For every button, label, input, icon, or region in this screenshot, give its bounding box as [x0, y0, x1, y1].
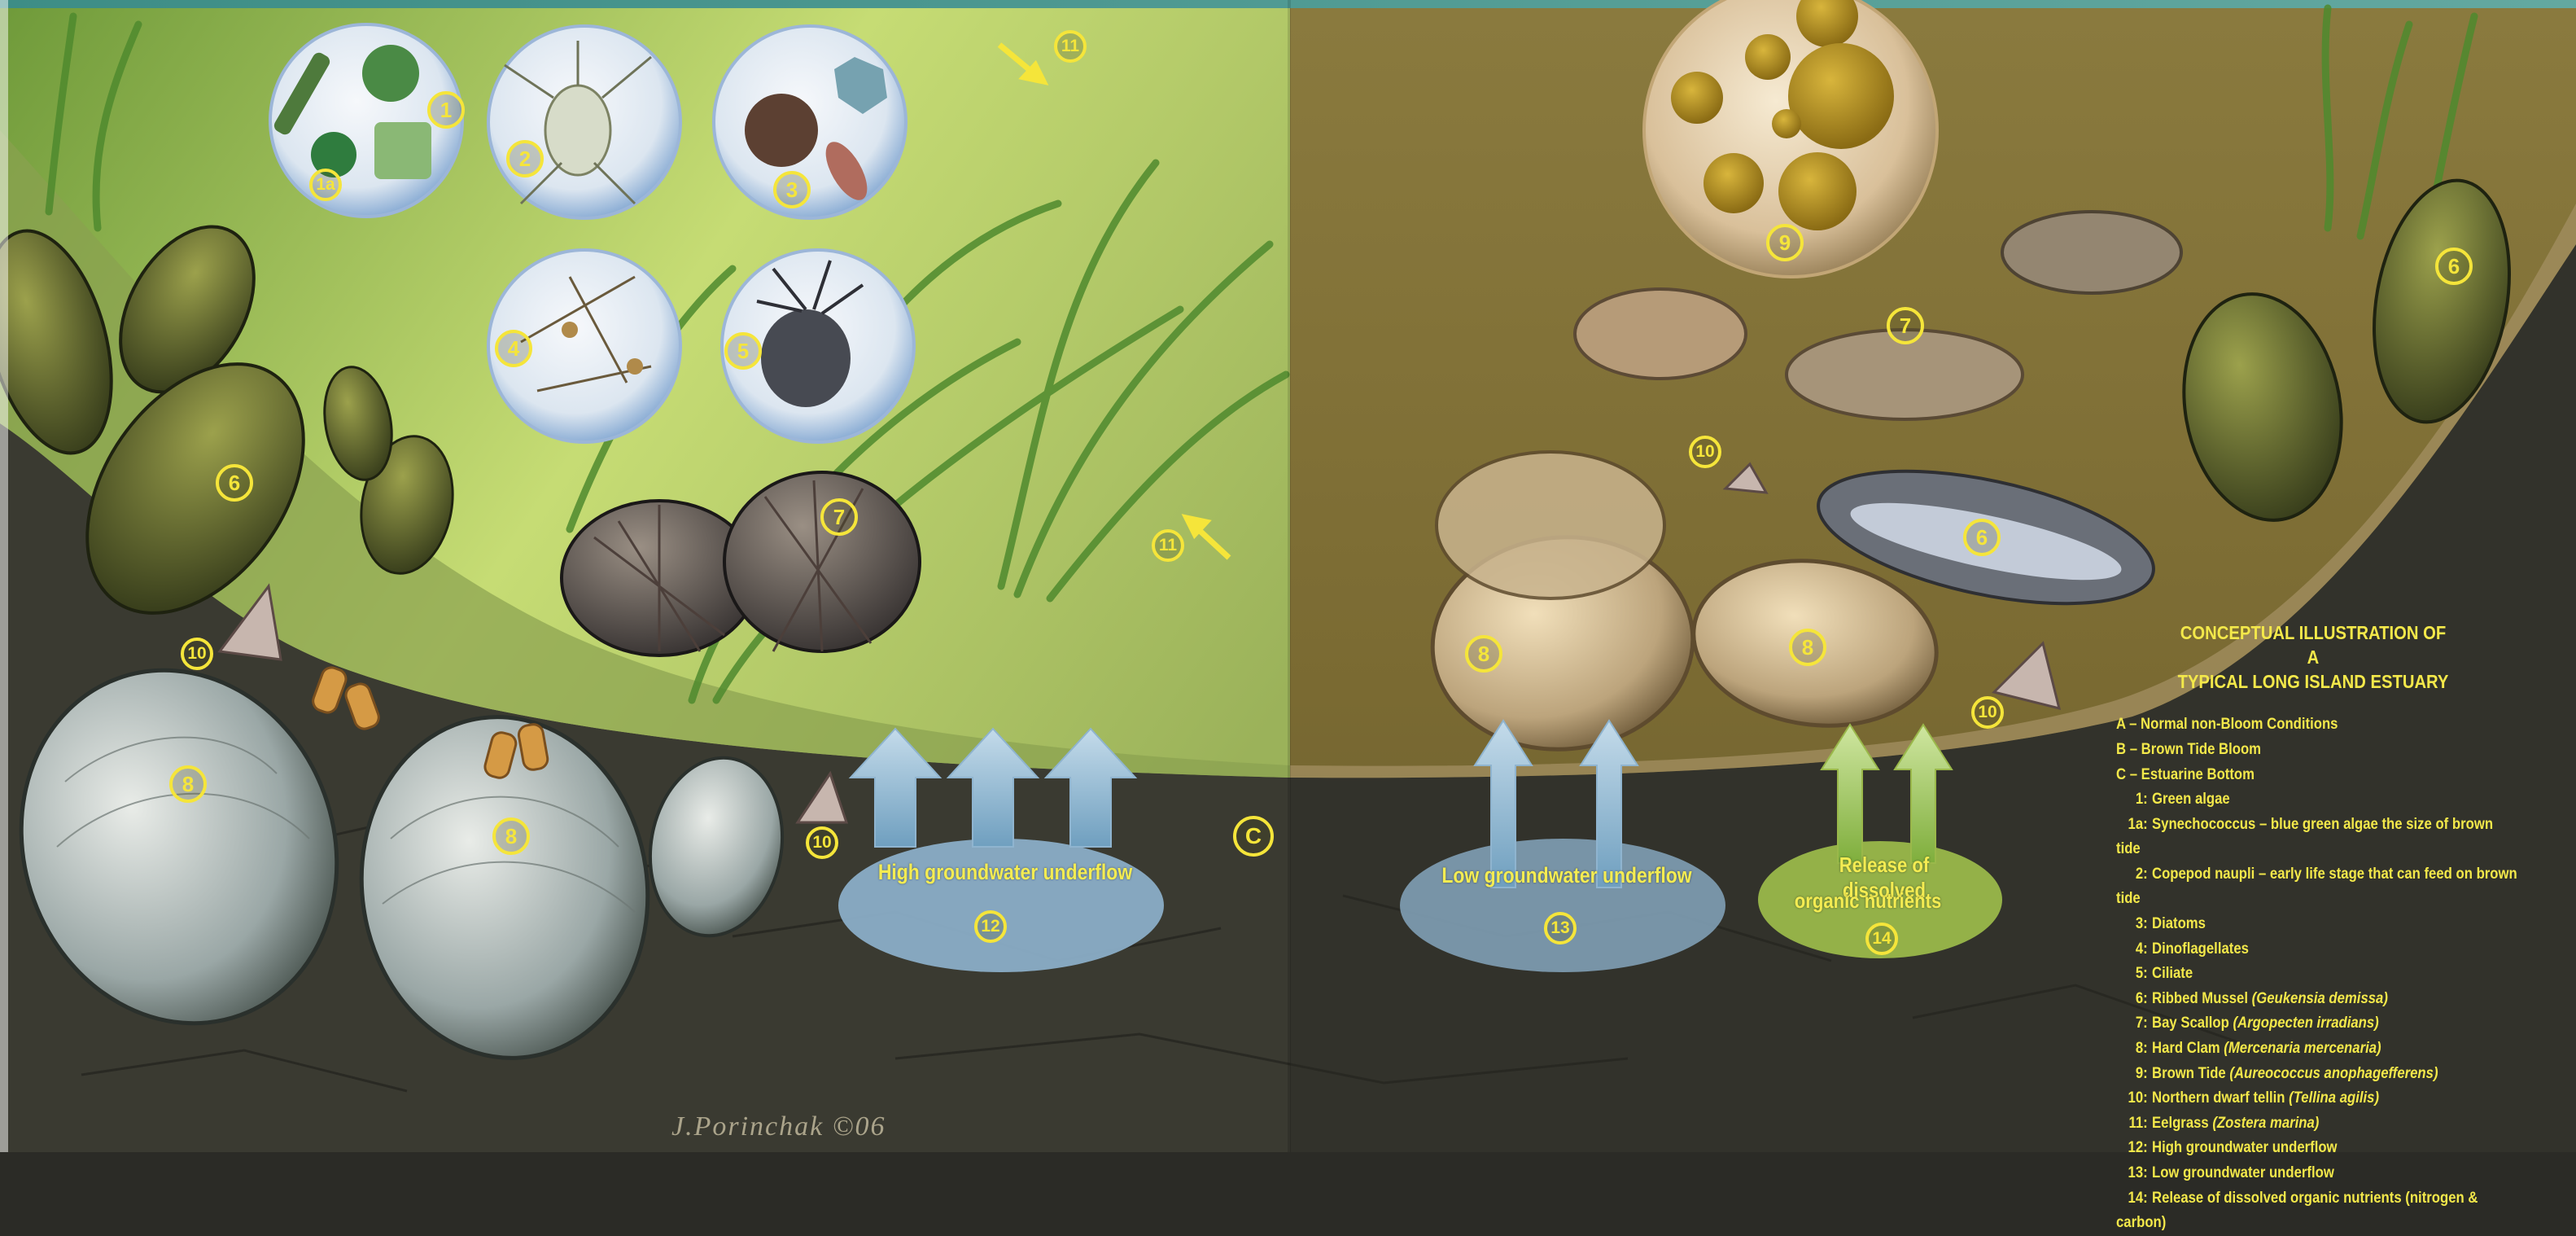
artist-signature: J.Porinchak ©06	[671, 1111, 886, 1142]
marker-hard-clam-c: 8	[1465, 635, 1502, 673]
legend-item-text: Low groundwater underflow	[2152, 1164, 2334, 1181]
legend-item-number: 1a:	[2116, 813, 2148, 838]
low-groundwater-pool	[1400, 839, 1725, 972]
marker-brown-tide: 9	[1766, 224, 1804, 261]
legend-title: CONCEPTUAL ILLUSTRATION OF A TYPICAL LON…	[2173, 620, 2452, 694]
legend-condition-c: C – Estuarine Bottom	[2116, 762, 2517, 787]
legend-item-species: (Tellina agilis)	[2289, 1089, 2379, 1107]
legend-item: 6:Ribbed Mussel (Geukensia demissa)	[2116, 987, 2517, 1012]
legend-item-species: (Zostera marina)	[2212, 1115, 2319, 1132]
high-groundwater-pool	[838, 839, 1164, 972]
legend-item-text: Dinoflagellates	[2152, 940, 2249, 958]
legend-item-number: 7:	[2116, 1011, 2148, 1037]
legend-item-number: 1:	[2116, 787, 2148, 813]
marker-ciliate: 5	[724, 332, 762, 370]
legend-item: 9:Brown Tide (Aureococcus anophagefferen…	[2116, 1062, 2517, 1087]
marker-tellin-d: 10	[1971, 696, 2004, 729]
legend-item: 1a:Synechococcus – blue green algae the …	[2116, 813, 2517, 862]
legend-item-species: (Argopecten irradians)	[2233, 1015, 2378, 1032]
marker-dinoflagellates: 4	[495, 330, 532, 367]
legend-item-text: High groundwater underflow	[2152, 1139, 2338, 1156]
legend-item-text: Release of dissolved organic nutrients (…	[2116, 1190, 2478, 1232]
legend-item-number: 12:	[2116, 1136, 2148, 1161]
legend-item-number: 4:	[2116, 937, 2148, 962]
legend-item-text: Diatoms	[2152, 915, 2206, 932]
legend-condition-b: B – Brown Tide Bloom	[2116, 737, 2517, 762]
legend-item: 5:Ciliate	[2116, 962, 2517, 987]
legend: CONCEPTUAL ILLUSTRATION OF A TYPICAL LON…	[2116, 620, 2517, 1236]
marker-hard-clam-d: 8	[1789, 629, 1826, 666]
legend-item-text: Northern dwarf tellin	[2152, 1089, 2289, 1107]
marker-low-groundwater: 13	[1544, 912, 1577, 945]
legend-item: 10:Northern dwarf tellin (Tellina agilis…	[2116, 1086, 2517, 1111]
marker-tellin-b: 10	[806, 826, 838, 859]
legend-item-text: Synechococcus – blue green algae the siz…	[2116, 816, 2493, 858]
marker-high-groundwater: 12	[974, 910, 1007, 943]
legend-item-number: 8:	[2116, 1037, 2148, 1062]
high-groundwater-arrows	[851, 729, 1135, 847]
legend-item: 4:Dinoflagellates	[2116, 937, 2517, 962]
legend-item-number: 2:	[2116, 862, 2148, 888]
legend-item-number: 11:	[2116, 1111, 2148, 1137]
legend-condition-a: A – Normal non-Bloom Conditions	[2116, 712, 2517, 737]
legend-item: 12:High groundwater underflow	[2116, 1136, 2517, 1161]
legend-item-species: (Mercenaria mercenaria)	[2224, 1040, 2381, 1057]
legend-item-text: Ciliate	[2152, 965, 2193, 982]
legend-item-text: Green algae	[2152, 791, 2230, 808]
legend-item-number: 9:	[2116, 1062, 2148, 1087]
marker-estuarine-bottom: C	[1233, 816, 1274, 857]
legend-item: 3:Diatoms	[2116, 912, 2517, 937]
legend-item: 7:Bay Scallop (Argopecten irradians)	[2116, 1011, 2517, 1037]
marker-synechococcus: 1a	[309, 169, 342, 201]
high-groundwater-label: High groundwater underflow	[870, 860, 1140, 885]
legend-item: 8:Hard Clam (Mercenaria mercenaria)	[2116, 1037, 2517, 1062]
marker-hard-clam-b: 8	[492, 817, 530, 855]
legend-item-text: Eelgrass	[2152, 1115, 2212, 1132]
marker-bay-scallop-a: 7	[820, 498, 858, 536]
legend-title-line-1: CONCEPTUAL ILLUSTRATION OF A	[2173, 620, 2452, 669]
legend-item-number: 14:	[2116, 1186, 2148, 1212]
marker-tellin-a: 10	[181, 638, 213, 670]
marker-ribbed-mussel-a: 6	[216, 464, 253, 502]
legend-item-number: 10:	[2116, 1086, 2148, 1111]
marker-copepod: 2	[506, 140, 544, 178]
legend-item-number: 3:	[2116, 912, 2148, 937]
legend-item: 14:Release of dissolved organic nutrient…	[2116, 1186, 2517, 1236]
panel-divider	[1288, 0, 1291, 1152]
legend-item-species: (Geukensia demissa)	[2252, 990, 2388, 1007]
legend-item-number: 6:	[2116, 987, 2148, 1012]
legend-item-text: Ribbed Mussel	[2152, 990, 2252, 1007]
marker-bay-scallop-b: 7	[1887, 307, 1924, 344]
legend-item-number: 5:	[2116, 962, 2148, 987]
left-edge-band	[0, 0, 8, 1152]
marker-eelgrass-b: 11	[1152, 529, 1184, 562]
legend-item: 2:Copepod naupli – early life stage that…	[2116, 862, 2517, 912]
marker-nutrient-release: 14	[1865, 923, 1898, 955]
marker-ribbed-mussel-c: 6	[2435, 248, 2473, 285]
legend-item-number: 13:	[2116, 1161, 2148, 1186]
marker-eelgrass-a: 11	[1054, 30, 1087, 63]
marker-tellin-c: 10	[1689, 436, 1721, 468]
marker-hard-clam-a: 8	[169, 765, 207, 803]
legend-item-species: (Aureococcus anophagefferens)	[2229, 1065, 2438, 1082]
legend-item-text: Bay Scallop	[2152, 1015, 2233, 1032]
legend-item-text: Copepod naupli – early life stage that c…	[2116, 866, 2517, 908]
legend-item-text: Hard Clam	[2152, 1040, 2224, 1057]
nutrient-release-label-line2: organic nutrients	[1782, 888, 1955, 914]
marker-diatoms: 3	[773, 171, 811, 208]
legend-item: 1:Green algae	[2116, 787, 2517, 813]
low-groundwater-label: Low groundwater underflow	[1432, 863, 1702, 888]
legend-item: 13:Low groundwater underflow	[2116, 1161, 2517, 1186]
legend-item: 11:Eelgrass (Zostera marina)	[2116, 1111, 2517, 1137]
plankton-bubble-2	[488, 26, 680, 218]
marker-ribbed-mussel-b: 6	[1963, 519, 2001, 556]
legend-item-text: Brown Tide	[2152, 1065, 2229, 1082]
marker-green-algae: 1	[427, 91, 465, 129]
legend-title-line-2: TYPICAL LONG ISLAND ESTUARY	[2173, 669, 2452, 694]
